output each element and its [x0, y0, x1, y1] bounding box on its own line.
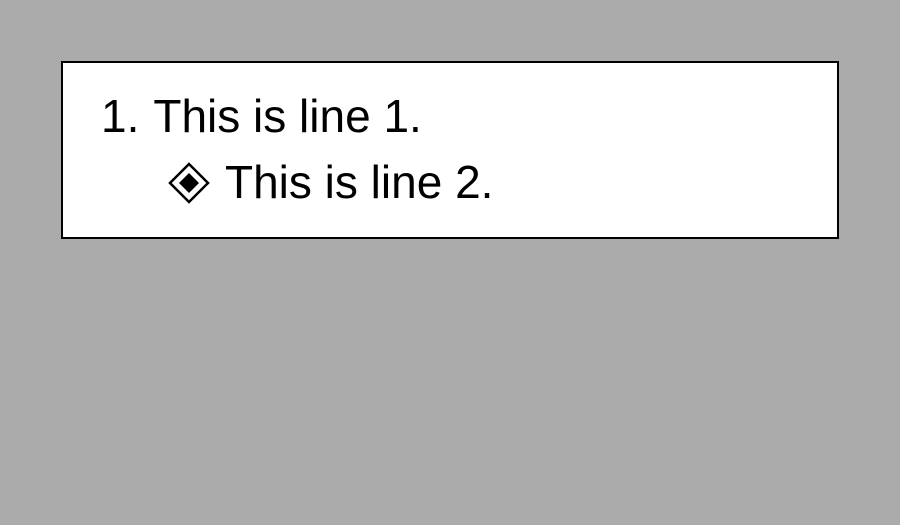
list-item-text: This is line 2. [225, 156, 494, 208]
list-number: 1. [101, 90, 140, 142]
list-item: This is line 2. [167, 155, 493, 209]
list-item: 1.This is line 1. [101, 89, 422, 143]
list-item-text: This is line 1. [153, 90, 422, 142]
diamond-bullet-icon [168, 162, 210, 204]
document-box: 1.This is line 1. This is line 2. [61, 61, 839, 239]
